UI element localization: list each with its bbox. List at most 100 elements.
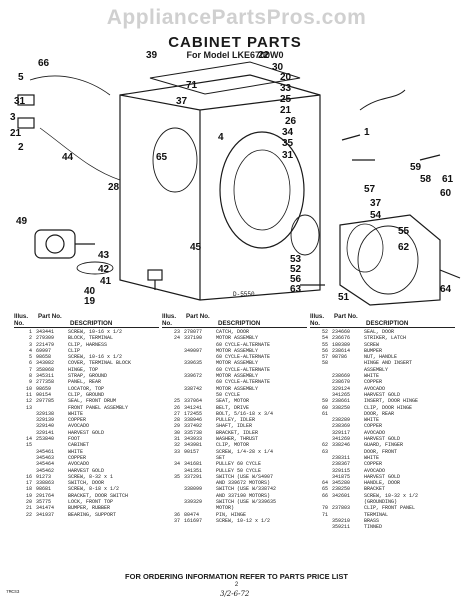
callout-label: 49 [16,216,28,227]
part-no-cell: 341269 [332,436,351,443]
callout-label: 52 [290,264,302,275]
callout-label: 3 [10,112,16,123]
callout-label: 55 [398,226,410,237]
description-cell: MOTOR ASSEMBLY [216,360,259,367]
illus-no-cell: 54 [321,335,328,342]
part-no-cell: 337291 [184,473,203,480]
description-cell: CLIP [68,347,81,354]
part-no-cell: 343082 [36,360,55,367]
description-cell: BRACKET, DOOR SWITCH [68,492,129,499]
table-row: 60 CYCLE-ALTERNATE [162,342,312,348]
description-cell: SCREW, 8-32 x 1 [68,473,114,480]
part-no-cell: 339672 [184,373,203,380]
model-subtitle: For Model LKE6700W0 [186,50,284,60]
part-no-cell: 338946 [184,417,203,424]
part-no-cell: 338250 [332,404,351,411]
callout-label: 37 [370,198,382,209]
callout-label: 54 [370,210,382,221]
callout-label: 59 [410,162,422,173]
part-no-cell: 238369 [332,423,351,430]
illus-no-cell: 2 [28,335,32,342]
callout-label: 63 [290,284,302,295]
header-rule [162,327,307,328]
part-no-cell: 91273 [36,473,52,480]
illus-no-cell: 9 [28,379,32,386]
part-no-cell: 238614 [332,347,351,354]
callout-label: 41 [100,276,112,287]
description-cell: COPPER [68,417,87,424]
description-cell: SEAL, DOOR [364,329,395,335]
part-no-cell: 338099 [184,486,203,493]
description-cell: BUMPER [364,347,383,354]
description-cell: COVER, TERMINAL BLOCK [68,360,132,367]
header-illus-no: Illus. No. [14,313,29,327]
part-no-cell: 345461 [36,448,55,455]
callout-label: 51 [338,292,350,303]
illus-no-cell: 19 [25,492,32,499]
table-row: AND 337190 MOTORS) [162,493,312,499]
description-cell: MOTOR) [216,505,235,512]
part-no-cell: 329141 [36,429,55,436]
callout-label: 71 [186,80,198,91]
callout-label: 65 [156,152,168,163]
description-cell: (GROUNDING) [364,499,398,506]
callout-label: 34 [282,127,294,138]
callout-label: 26 [285,116,297,127]
part-no-cell: 297785 [36,398,55,405]
part-no-cell: 338863 [36,480,55,487]
description-cell: 60 CYCLE-ALTERNATE [216,366,271,373]
part-no-cell: 359211 [332,524,351,531]
part-no-cell: 172455 [184,410,203,417]
part-no-cell: 238250 [332,486,351,493]
illus-no-cell: 11 [25,391,32,398]
date-stamp: 3/2-6-72 [220,590,250,598]
part-no-cell: 221479 [36,341,55,348]
part-no-cell: 279309 [36,335,55,342]
description-cell: SEAL, FRONT DRUM [68,398,117,405]
illus-no-cell: 34 [173,461,180,468]
description-cell: SEAT, MOTOR [216,398,250,405]
description-cell: SCREW, 10-12 x 1/2 [216,517,271,524]
table-row: 50 CYCLE [162,392,312,398]
table-row: SET [162,455,312,461]
part-no-cell: 80474 [184,511,200,518]
callout-label: 44 [62,152,74,163]
description-cell: PANEL, REAR [68,379,102,386]
description-cell: HARVEST GOLD [68,429,105,436]
illus-no-cell: 32 [173,442,180,449]
illus-no-cell: 1 [28,329,32,335]
description-cell: BEARING, SUPPORT [68,511,117,518]
part-no-cell: 338246 [332,442,351,449]
part-no-cell: 345311 [36,373,55,380]
description-cell: SCREW, 10-16 x 1/2 [68,329,123,335]
part-no-cell: 359210 [332,517,351,524]
